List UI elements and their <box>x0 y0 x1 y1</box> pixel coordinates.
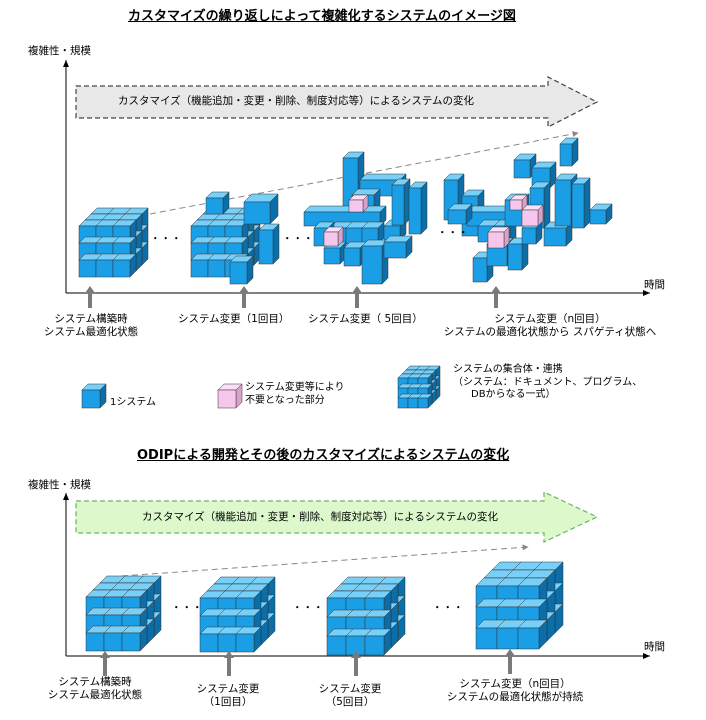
diagram1-changen-block <box>472 257 488 283</box>
diagram1-changen-block-side <box>583 177 591 229</box>
diagram1-change1-extra-side <box>272 223 280 265</box>
diagram1-ellipsis: ・・・ <box>282 233 314 245</box>
legend-pink-label: システム変更等により不要となった部分 <box>245 382 345 406</box>
diagram1-change5-block <box>343 247 361 267</box>
diagram1-x-axis-label: 時間 <box>644 279 665 291</box>
up-arrow-icon <box>505 649 515 674</box>
diagram1-caption-change-n: システム変更（n回目）システムの最適化状態から スパゲティ状態へ <box>443 313 657 338</box>
diagram1-changen-block <box>513 159 531 179</box>
diagram1-changen-removed <box>487 231 505 249</box>
diagram1-caption-initial: システム構築時システム最適化状態 <box>43 313 139 338</box>
diagram1-change1-extra <box>258 229 274 265</box>
diagram1-changen-block-side <box>543 181 551 229</box>
diagram1-change5-block <box>345 227 363 245</box>
diagram1-change1-extra <box>205 197 224 215</box>
diagram1-x-axis-head <box>643 290 650 296</box>
diagram2-caption-change-1: システム変更（1回目） <box>196 683 260 708</box>
diagram1-changen-block <box>447 209 467 225</box>
diagram1-title: カスタマイズの繰り返しによって複雑化するシステムのイメージ図 <box>128 9 516 24</box>
up-arrow-icon <box>351 651 361 676</box>
diagram2-initial-cube <box>103 632 123 652</box>
diagram1-changen-block <box>559 143 573 167</box>
diagram1-change1-extra <box>243 201 271 225</box>
up-arrow-icon <box>100 651 110 676</box>
diagram2-y-axis-head <box>63 493 69 500</box>
diagram1-change1-extra <box>229 261 248 285</box>
legend-cube-label: 1システム <box>110 397 157 408</box>
diagram1-ellipsis: ・・・ <box>437 227 469 239</box>
diagram2-arrow <box>75 491 599 543</box>
diagram2-caption-change-5: システム変更（5回目） <box>318 683 382 708</box>
diagram1-changen-removed <box>521 209 539 227</box>
diagram1-changen-block <box>571 183 585 229</box>
diagram1-caption-change-5: システム変更（ 5回目） <box>308 313 423 325</box>
diagram2-initial-cube <box>121 632 141 652</box>
diagram1-changen-block <box>507 243 523 271</box>
diagram2-ellipsis: ・・・ <box>171 602 203 614</box>
diagram2-change1-cube <box>235 633 255 653</box>
diagram2-caption-initial: システム構築時システム最適化状態 <box>47 676 143 701</box>
diagram2-changen-cube <box>475 627 498 650</box>
diagram1-changen-block <box>554 179 572 227</box>
diagram2-ellipsis: ・・・ <box>292 602 324 614</box>
diagram2-initial-cube <box>85 632 105 652</box>
diagram2-trend-line <box>121 544 529 577</box>
diagram1-ellipsis: ・・・ <box>150 233 182 245</box>
diagram2-changen-cube <box>517 627 540 650</box>
diagram1-initial-cube <box>112 259 131 278</box>
diagram1-arrow-text: カスタマイズ（機能追加・変更・削除、制度対応等）によるシステムの変化 <box>118 95 475 107</box>
up-arrow-icon <box>224 651 234 676</box>
diagram1-change5-block-top <box>303 205 387 213</box>
diagram2-y-axis-label: 複雑性・規模 <box>28 479 91 491</box>
cube-cluster-icon <box>397 397 409 409</box>
diagram1-change5-block <box>383 241 407 259</box>
diagram2-change5-cube <box>326 635 347 656</box>
diagram1-changen-removed <box>509 199 523 211</box>
diagram2-changen-cube <box>496 627 519 650</box>
diagram1-arrow <box>75 76 599 128</box>
diagram2-change1-cube <box>199 633 219 653</box>
diagram1-change1-cube <box>207 259 226 278</box>
diagram1-change5-block <box>408 187 422 235</box>
diagram1-initial-cube <box>95 259 114 278</box>
up-arrow-icon <box>85 286 95 308</box>
diagram1-y-axis-label: 複雑性・規模 <box>28 45 91 57</box>
cube-cluster-icon <box>407 397 419 409</box>
legend-cluster-label: システムの集合体・連携 （システム：ドキュメント、プログラム、 DBからなる一式… <box>453 364 643 400</box>
diagram1-initial-cube <box>78 259 97 278</box>
diagram1-change5-block <box>323 247 341 265</box>
diagram1-y-axis-head <box>63 60 69 67</box>
cube-icon <box>81 389 101 409</box>
diagram1-changen-block <box>589 209 607 225</box>
diagram2-x-axis-label: 時間 <box>644 641 665 653</box>
diagram2-arrow-text: カスタマイズ（機能追加・変更・削除、制度対応等）によるシステムの変化 <box>142 511 499 523</box>
diagram1-change1-cube <box>190 259 209 278</box>
cube-icon <box>217 389 237 409</box>
diagram2-change5-cube <box>364 635 385 656</box>
diagram1-change5-block-side <box>420 181 428 235</box>
diagram2-x-axis-head <box>643 653 650 659</box>
diagram2-change1-cube <box>217 633 237 653</box>
diagram1-changen-block <box>521 227 537 245</box>
diagram2-caption-change-n: システム変更（n回目）システムの最適化状態が持続 <box>446 678 584 703</box>
up-arrow-icon <box>239 286 249 308</box>
up-arrow-icon <box>491 286 501 308</box>
diagram1-change5-removed <box>323 231 339 247</box>
diagram1-changen-block <box>543 227 567 247</box>
diagram1-change5-block <box>391 184 405 226</box>
diagram2-ellipsis: ・・・ <box>432 602 464 614</box>
diagram2-title: ODIPによる開発とその後のカスタマイズによるシステムの変化 <box>137 448 510 463</box>
diagram1-change5-block <box>361 245 383 285</box>
diagram1-change5-removed <box>348 199 364 213</box>
cube-cluster-icon <box>417 397 429 409</box>
up-arrow-icon <box>352 286 362 308</box>
diagram1-caption-change-1: システム変更（1回目） <box>178 313 290 325</box>
